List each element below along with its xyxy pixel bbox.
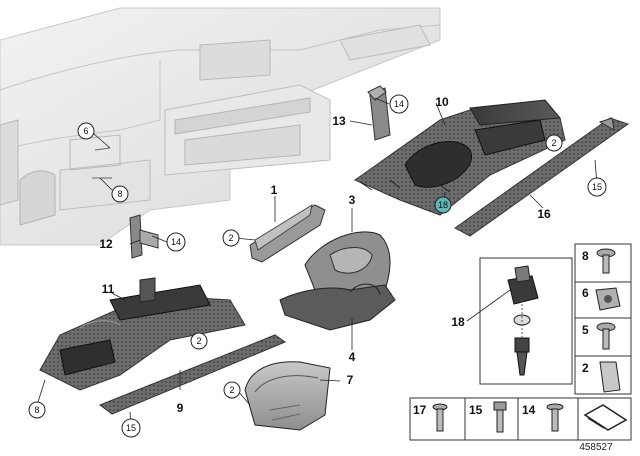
dashboard-overview: [0, 7, 441, 246]
svg-text:15: 15: [592, 182, 602, 192]
panel-17: 17: [413, 403, 427, 417]
screw-8-icon: [596, 248, 616, 274]
reference-number: 458527: [579, 442, 613, 453]
part-16-trim-strip: [454, 117, 630, 237]
callout-11: 11: [102, 282, 115, 296]
callout-2d-circle: 2: [223, 381, 241, 399]
part-3-4-column-trim: [279, 231, 396, 331]
screw-5-icon: [596, 322, 616, 350]
callout-4: 4: [349, 350, 356, 364]
callout-18-highlight-circle: 18: [434, 196, 452, 214]
callout-10: 10: [435, 95, 449, 109]
callout-14a-circle: 14: [389, 94, 409, 114]
callout-13: 13: [332, 114, 346, 128]
callout-2a-circle: 2: [222, 229, 240, 247]
circled-callouts: 6 8 14 14 2 2 2 2 15 15 8 18: [28, 94, 607, 438]
callout-9: 9: [177, 401, 184, 415]
callout-15b-circle: 15: [121, 418, 141, 438]
panel-15: 15: [469, 403, 483, 417]
parts-panel-numbers: 8 6 5 2 17 15 14: [413, 249, 589, 417]
svg-text:14: 14: [394, 99, 404, 109]
part-1-support-bracket: [249, 203, 326, 263]
nut-6-icon: [595, 287, 621, 311]
panel-2: 2: [582, 361, 589, 375]
callout-3: 3: [349, 193, 356, 207]
callout-18: 18: [451, 315, 465, 329]
callout-6-circle: 6: [77, 122, 95, 140]
svg-text:8: 8: [34, 405, 39, 415]
panel-5: 5: [582, 323, 589, 337]
parts-panel: [409, 243, 632, 441]
clip-2-icon: [599, 361, 621, 393]
svg-text:2: 2: [229, 385, 234, 395]
svg-text:18: 18: [438, 200, 448, 210]
callout-14b-circle: 14: [166, 232, 186, 252]
callout-8b-circle: 8: [28, 401, 46, 419]
callout-7: 7: [347, 373, 354, 387]
callout-15a-circle: 15: [587, 177, 607, 197]
panel-6: 6: [582, 286, 589, 300]
part-10-console-panel: [353, 99, 566, 216]
part-11-lower-panel: [39, 277, 246, 391]
panel-8: 8: [582, 249, 589, 263]
callout-8a-circle: 8: [111, 185, 129, 203]
screw-17-icon: [432, 403, 448, 432]
svg-text:8: 8: [117, 189, 122, 199]
screw-14-icon: [546, 403, 564, 432]
svg-text:15: 15: [126, 423, 136, 433]
svg-text:2: 2: [196, 336, 201, 346]
part-18-clip-assembly: [507, 265, 539, 376]
part-7-storage-compartment: [244, 361, 331, 431]
callout-16: 16: [537, 207, 551, 221]
part-12-bracket: [129, 214, 159, 259]
part-9-trim-strip: [98, 334, 287, 415]
svg-text:2: 2: [551, 138, 556, 148]
arrow-symbol-icon: [583, 404, 628, 431]
callout-2b-circle: 2: [545, 134, 563, 152]
callout-1: 1: [271, 183, 278, 197]
callout-numbers: 1 3 4 7 9 10 11 12 13 16 18: [99, 95, 551, 415]
svg-text:2: 2: [228, 233, 233, 243]
svg-text:6: 6: [83, 126, 88, 136]
svg-text:14: 14: [171, 237, 181, 247]
panel-14: 14: [522, 403, 536, 417]
part-13-bracket: [367, 85, 391, 141]
bolt-15-icon: [493, 401, 507, 433]
callout-2c-circle: 2: [190, 332, 208, 350]
callout-12: 12: [99, 237, 113, 251]
